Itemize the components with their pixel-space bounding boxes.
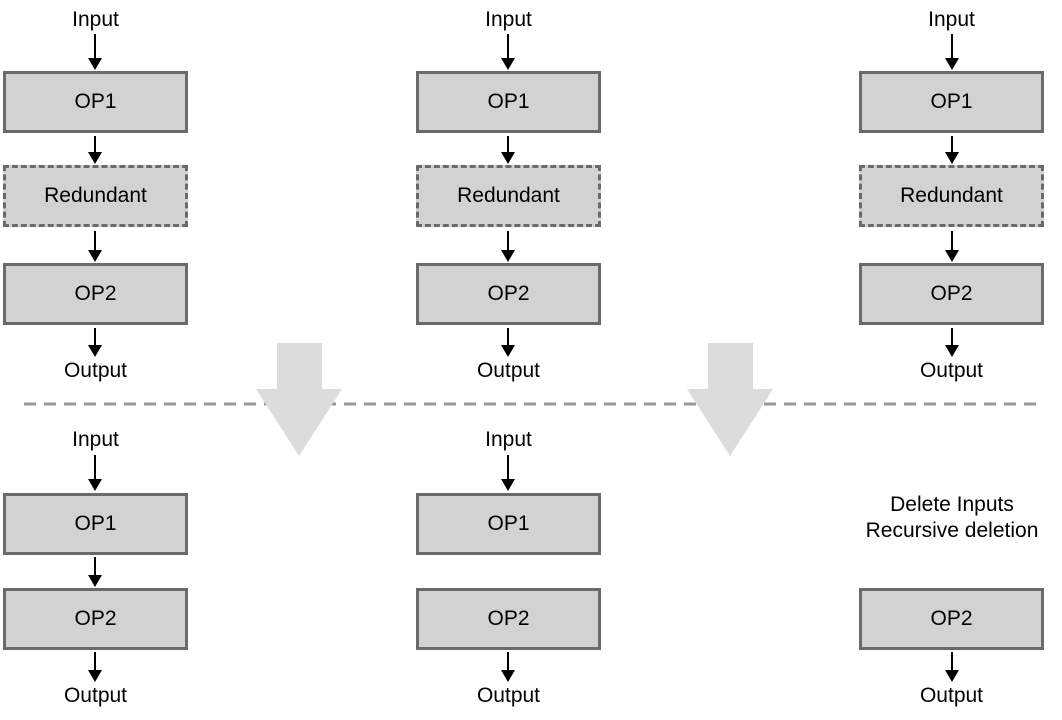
op1-node-label: OP1 xyxy=(487,512,530,535)
down-arrow-icon xyxy=(88,34,102,70)
down-arrow-icon xyxy=(501,136,515,164)
arrow-shaft xyxy=(506,652,510,672)
arrow-head xyxy=(88,58,102,70)
arrow-head xyxy=(945,250,959,262)
redundant-node: Redundant xyxy=(3,165,188,227)
input-label: Input xyxy=(72,428,119,451)
input-label: Input xyxy=(485,428,532,451)
deletion-note: Delete Inputs Recursive deletion xyxy=(840,492,1062,544)
arrow-head xyxy=(501,479,515,491)
arrow-head xyxy=(501,345,515,357)
redundant-node: Redundant xyxy=(416,165,601,227)
down-arrow-icon xyxy=(945,328,959,357)
down-arrow-icon xyxy=(88,557,102,587)
op1-node: OP1 xyxy=(3,493,188,555)
arrow-shaft xyxy=(950,231,954,252)
down-arrow-icon xyxy=(945,652,959,682)
section-divider-line xyxy=(24,402,1044,406)
down-arrow-icon xyxy=(945,231,959,262)
down-arrow-icon xyxy=(88,136,102,164)
down-arrow-icon xyxy=(88,455,102,491)
arrow-head xyxy=(88,670,102,682)
op2-node: OP2 xyxy=(3,263,188,325)
down-arrow-icon xyxy=(945,34,959,70)
arrow-head xyxy=(501,152,515,164)
output-label: Output xyxy=(476,684,541,707)
op2-node-label: OP2 xyxy=(930,282,973,305)
op2-node: OP2 xyxy=(859,588,1044,650)
op1-node: OP1 xyxy=(859,71,1044,133)
op2-node-label: OP2 xyxy=(487,282,530,305)
op2-node: OP2 xyxy=(3,588,188,650)
arrow-shaft xyxy=(506,328,510,347)
input-label: Input xyxy=(485,8,532,31)
output-label: Output xyxy=(919,684,984,707)
arrow-shaft xyxy=(93,557,97,577)
down-arrow-icon xyxy=(501,652,515,682)
down-arrow-icon xyxy=(88,652,102,682)
down-arrow-icon xyxy=(501,328,515,357)
input-label: Input xyxy=(72,8,119,31)
deletion-note-line-1: Delete Inputs xyxy=(890,493,1014,516)
down-arrow-icon xyxy=(88,328,102,357)
arrow-head xyxy=(501,58,515,70)
redundant-node-label: Redundant xyxy=(900,184,1003,207)
arrow-shaft xyxy=(950,652,954,672)
down-arrow-icon xyxy=(88,231,102,262)
input-label: Input xyxy=(928,8,975,31)
arrow-shaft xyxy=(93,328,97,347)
arrow-head xyxy=(945,345,959,357)
arrow-shaft xyxy=(506,231,510,252)
op1-node-label: OP1 xyxy=(74,90,117,113)
output-label: Output xyxy=(919,359,984,382)
op2-node: OP2 xyxy=(416,263,601,325)
arrow-shaft xyxy=(950,136,954,154)
arrow-shaft xyxy=(506,34,510,60)
op1-node: OP1 xyxy=(416,493,601,555)
arrow-shaft xyxy=(506,455,510,481)
down-arrow-icon xyxy=(501,34,515,70)
arrow-shaft xyxy=(506,136,510,154)
big-down-arrow-icon xyxy=(256,343,342,456)
arrow-shaft xyxy=(93,34,97,60)
op2-node-label: OP2 xyxy=(74,282,117,305)
op2-node-label: OP2 xyxy=(74,607,117,630)
redundant-node-label: Redundant xyxy=(457,184,560,207)
redundant-node-label: Redundant xyxy=(44,184,147,207)
output-label: Output xyxy=(476,359,541,382)
arrow-head xyxy=(945,670,959,682)
arrow-head xyxy=(945,58,959,70)
arrow-shaft xyxy=(93,455,97,481)
arrow-shaft xyxy=(93,231,97,252)
output-label: Output xyxy=(63,359,128,382)
arrow-head xyxy=(501,670,515,682)
op2-node-label: OP2 xyxy=(487,607,530,630)
op1-node: OP1 xyxy=(416,71,601,133)
down-arrow-icon xyxy=(501,231,515,262)
arrow-head xyxy=(88,479,102,491)
arrow-shaft xyxy=(950,34,954,60)
big-down-arrow-icon xyxy=(687,343,773,456)
arrow-shaft xyxy=(93,136,97,154)
down-arrow-icon xyxy=(501,455,515,491)
arrow-head xyxy=(88,250,102,262)
deletion-note-line-2: Recursive deletion xyxy=(865,519,1039,542)
arrow-shaft xyxy=(93,652,97,672)
op2-node-label: OP2 xyxy=(930,607,973,630)
op1-node-label: OP1 xyxy=(74,512,117,535)
op1-node: OP1 xyxy=(3,71,188,133)
arrow-head xyxy=(88,345,102,357)
arrow-head xyxy=(88,575,102,587)
op2-node: OP2 xyxy=(859,263,1044,325)
arrow-head xyxy=(88,152,102,164)
arrow-shaft xyxy=(950,328,954,347)
down-arrow-icon xyxy=(945,136,959,164)
redundant-node: Redundant xyxy=(859,165,1044,227)
output-label: Output xyxy=(63,684,128,707)
op2-node: OP2 xyxy=(416,588,601,650)
arrow-head xyxy=(501,250,515,262)
op1-node-label: OP1 xyxy=(930,90,973,113)
op1-node-label: OP1 xyxy=(487,90,530,113)
arrow-head xyxy=(945,152,959,164)
